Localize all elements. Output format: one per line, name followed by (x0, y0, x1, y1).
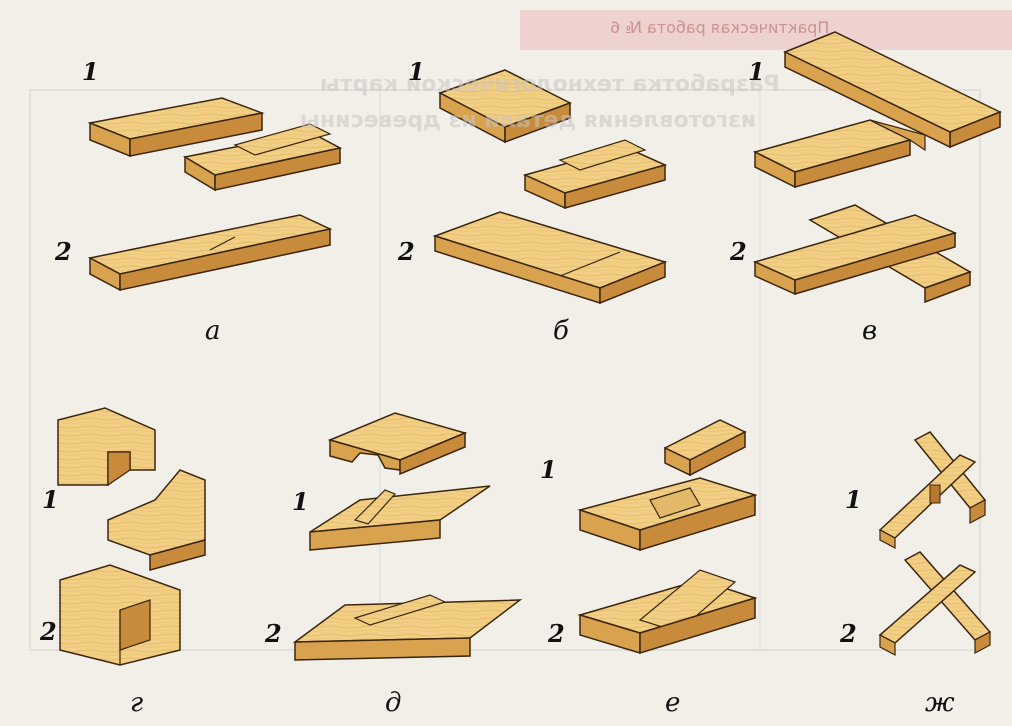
label-zh-1: 1 (845, 488, 862, 512)
label-d-2: 2 (265, 622, 282, 646)
label-zh-2: 2 (840, 622, 857, 646)
ghost-banner: Практическая работа № 6 (610, 18, 829, 37)
label-b-1: 1 (408, 60, 425, 84)
label-d-1: 1 (292, 490, 309, 514)
label-a: а (205, 318, 221, 344)
label-zh: ж (925, 690, 955, 716)
label-e-2: 2 (548, 622, 565, 646)
label-g-1: 1 (42, 488, 59, 512)
label-b-2: 2 (398, 240, 415, 264)
label-d: д (385, 690, 401, 716)
label-v-2: 2 (730, 240, 747, 264)
label-a-1: 1 (82, 60, 99, 84)
label-g-2: 2 (40, 620, 57, 644)
ghost-heading-1: Разработка технологической карты (320, 72, 780, 97)
label-v: в (862, 318, 877, 344)
label-e: е (665, 690, 680, 716)
label-b: б (553, 318, 569, 344)
label-a-2: 2 (55, 240, 72, 264)
ghost-heading-2: изготовления детали из древесины (300, 108, 756, 133)
label-v-1: 1 (748, 60, 765, 84)
label-e-1: 1 (540, 458, 557, 482)
label-g: г (130, 690, 143, 716)
